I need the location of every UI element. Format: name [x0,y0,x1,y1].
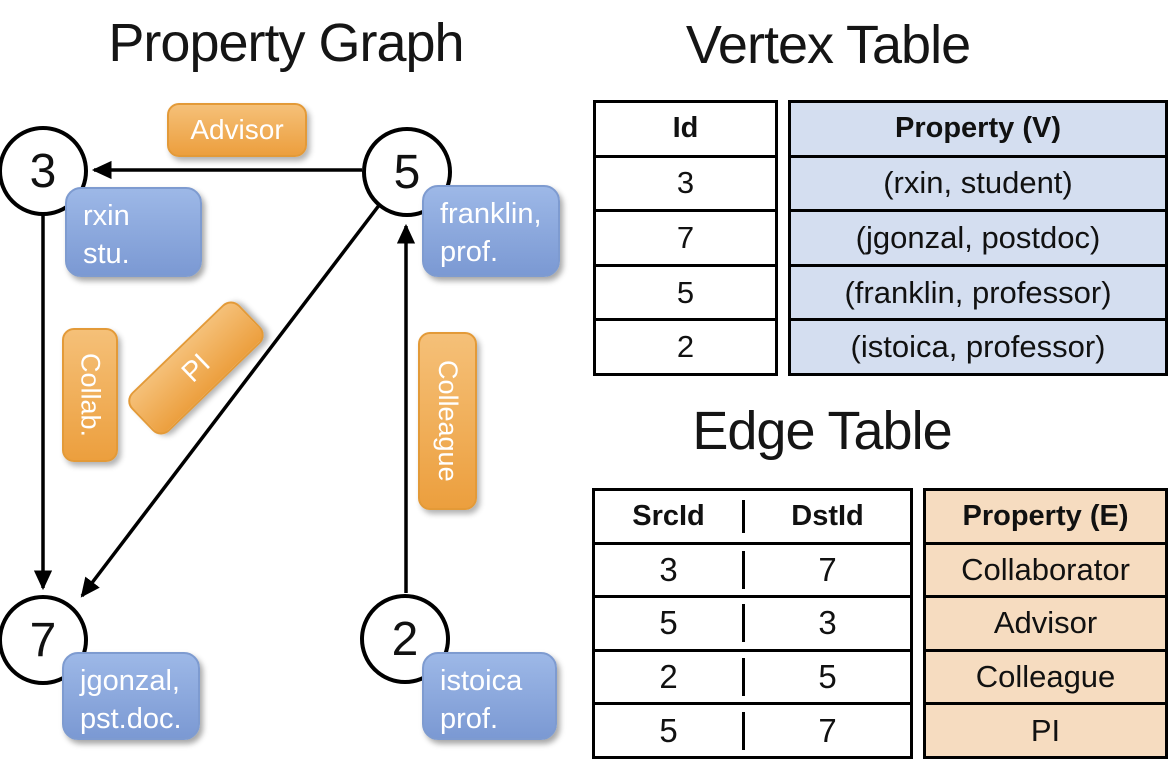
edge-table-srcid-header: SrcId [632,499,705,532]
vertex-table-property-cell: (rxin, student) [791,154,1165,210]
vertex-table-property-cell: (franklin, professor) [791,263,1165,319]
edge-table-id-row: 5 7 [595,702,910,756]
vertex-table-id-cell: 3 [596,154,775,210]
callout-line: stu. [83,238,130,271]
callout-line: pst.doc. [80,703,182,736]
vertex-callout-istoica: istoica prof. [422,652,557,740]
callout-line: prof. [440,236,499,269]
vertex-table-id-cell: 2 [596,318,775,373]
edge-label-advisor: Advisor [167,103,307,157]
edge-table-dstid-cell: 3 [742,604,910,643]
edge-table-srcid-cell: 3 [659,550,678,588]
edge-table-id-row: 5 3 [595,595,910,649]
vertex-table-property-column: Property (V) (rxin, student) (jgonzal, p… [788,100,1168,376]
edge-table-srcid-cell: 2 [659,658,678,696]
edge-table-property-cell: Colleague [926,648,1165,703]
vertex-table-title: Vertex Table [685,15,971,75]
edge-label-collab: Collab. [62,328,118,462]
node-id-label: 3 [29,144,57,198]
edge-table-property-cell: PI [926,702,1165,756]
vertex-table-id-header: Id [672,112,699,145]
property-graph-title: Property Graph [108,13,464,73]
edge-table-dstid-cell: 7 [742,711,910,750]
vertex-table-property-header: Property (V) [791,103,1165,155]
edge-label-pi: PI [123,296,269,440]
vertex-table-property-cell: (jgonzal, postdoc) [791,209,1165,264]
edge-table-property-column: Property (E) Collaborator Advisor Collea… [923,488,1168,759]
vertex-table-id-cell: 5 [596,263,775,319]
edge-table-property-cell: Advisor [926,595,1165,649]
vertex-callout-franklin: franklin, prof. [422,185,560,277]
edge-table-id-row: 3 7 [595,541,910,596]
node-id-label: 2 [391,612,419,666]
edge-table-title: Edge Table [692,401,952,461]
edge-table-property-cell: Collaborator [926,541,1165,596]
callout-line: istoica [440,665,523,697]
edge-table-id-columns: SrcId DstId 3 7 5 3 2 5 5 7 [592,488,913,759]
graph-node-3: 3 [0,126,88,216]
edge-table-dstid-cell: 5 [742,658,910,697]
callout-line: jgonzal, [80,665,180,697]
node-id-label: 5 [393,145,421,199]
edge-table-dstid-cell: 7 [742,550,910,589]
node-id-label: 7 [29,613,57,667]
edge-table-header-row: SrcId DstId [595,491,910,542]
vertex-callout-rxin: rxin stu. [65,187,202,277]
edge-table-id-row: 2 5 [595,648,910,703]
vertex-table-property-cell: (istoica, professor) [791,318,1165,373]
edge-table-property-header: Property (E) [926,491,1165,542]
edge-table-srcid-cell: 5 [659,604,678,642]
graph-node-5: 5 [362,127,452,217]
vertex-callout-jgonzal: jgonzal, pst.doc. [62,652,200,740]
vertex-table-id-column: Id 3 7 5 2 [593,100,778,376]
callout-line: rxin [83,200,130,232]
edge-table-dstid-header: DstId [742,499,910,533]
callout-line: franklin, [440,198,542,230]
vertex-table-id-cell: 7 [596,209,775,264]
edge-label-colleague: Colleague [418,332,477,510]
callout-line: prof. [440,703,499,736]
edge-table-srcid-cell: 5 [659,711,678,749]
